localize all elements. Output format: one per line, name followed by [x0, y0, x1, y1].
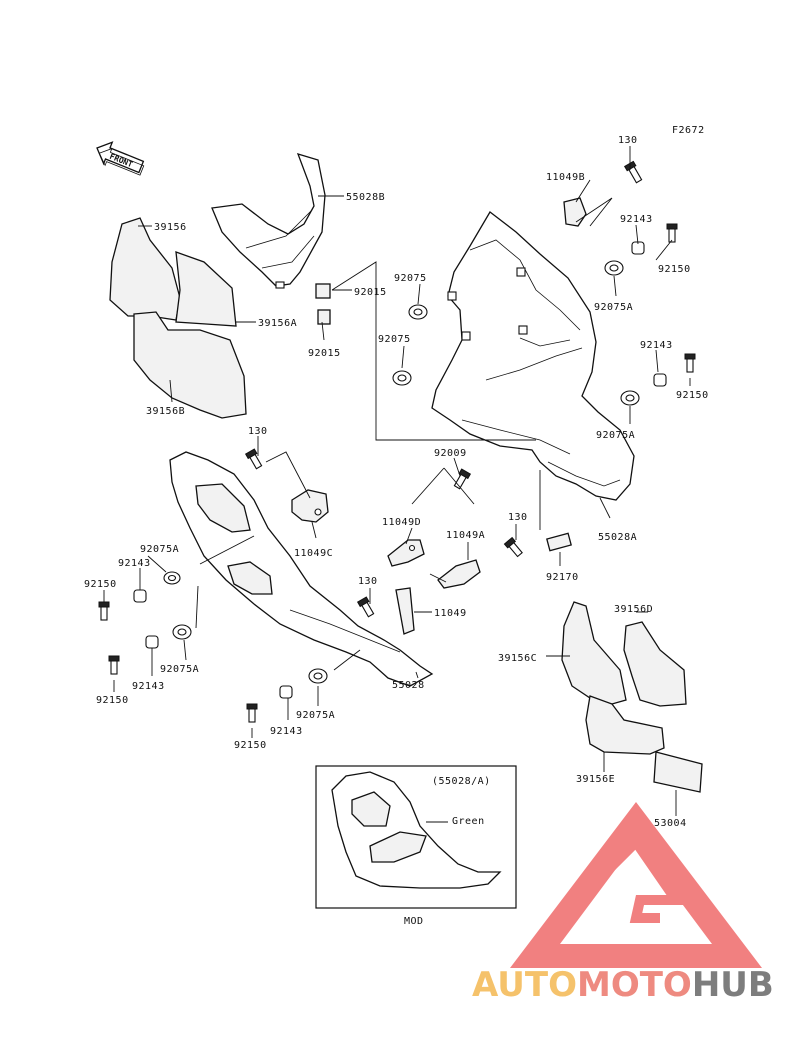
label-92170: 92170 [546, 572, 579, 583]
label-92143: 92143 [270, 726, 303, 737]
label-92075a: 92075A [596, 430, 635, 441]
label-55028: 55028 [392, 680, 425, 691]
label-39156: 39156 [154, 222, 187, 233]
label-130: 130 [358, 576, 378, 587]
part-11049b-bracket [563, 197, 587, 227]
label-11049b: 11049B [546, 172, 585, 183]
label-11049d: 11049D [382, 517, 421, 528]
label-92150: 92150 [84, 579, 117, 590]
part-92015-clips [315, 283, 331, 325]
label-92143: 92143 [118, 558, 151, 569]
label-130: 130 [618, 135, 638, 146]
label-39156b: 39156B [146, 406, 185, 417]
part-11049a-bracket [429, 559, 481, 589]
label-92075a: 92075A [140, 544, 179, 555]
label-92009: 92009 [434, 448, 467, 459]
part-11049-bracket [395, 587, 415, 635]
label-92075: 92075 [394, 273, 427, 284]
hardware-bolts [98, 160, 696, 723]
label-92015: 92015 [308, 348, 341, 359]
inset-ref: (55028/A) [432, 776, 491, 787]
watermark-hub: HUB [692, 965, 774, 1005]
label-130: 130 [248, 426, 268, 437]
part-39156-panels [109, 217, 247, 419]
label-92015: 92015 [354, 287, 387, 298]
inset-color-note: Green [452, 816, 485, 827]
hardware-grommets [163, 260, 640, 684]
label-55028b: 55028B [346, 192, 385, 203]
part-92170-clip [546, 532, 572, 552]
label-11049a: 11049A [446, 530, 485, 541]
part-11049d-bracket [387, 539, 425, 567]
part-39156-right-panels [561, 601, 703, 793]
watermark-logo [510, 802, 762, 968]
part-number-labels: 130 11049B 92143 92150 55028B 39156 9207… [84, 135, 709, 829]
label-92143: 92143 [620, 214, 653, 225]
label-39156e: 39156E [576, 774, 615, 785]
label-92150: 92150 [676, 390, 709, 401]
label-53004: 53004 [654, 818, 687, 829]
label-92143: 92143 [132, 681, 165, 692]
label-92075a: 92075A [594, 302, 633, 313]
part-55028b-inner-cowl [211, 153, 326, 289]
watermark-auto: AUTO [472, 965, 577, 1005]
label-39156a: 39156A [258, 318, 297, 329]
part-55028-lower-cowl [169, 451, 434, 687]
label-55028a: 55028A [598, 532, 637, 543]
label-11049: 11049 [434, 608, 467, 619]
label-92075: 92075 [378, 334, 411, 345]
watermark-text: AUTOMOTOHUB [472, 965, 774, 1005]
label-11049c: 11049C [294, 548, 333, 559]
part-55028a-upper-cowl [431, 211, 635, 501]
watermark-moto: MOTO [577, 965, 692, 1005]
figure-code: F2672 [672, 125, 705, 136]
label-92150: 92150 [96, 695, 129, 706]
inset-box: (55028/A) Green [315, 765, 517, 909]
label-92075a: 92075A [160, 664, 199, 675]
label-92075a: 92075A [296, 710, 335, 721]
watermark-triangle-icon [510, 802, 762, 968]
label-92150: 92150 [658, 264, 691, 275]
label-92143: 92143 [640, 340, 673, 351]
label-39156d: 39156D [614, 604, 653, 615]
label-39156c: 39156C [498, 653, 537, 664]
part-11049c-bracket [291, 489, 329, 523]
label-92150: 92150 [234, 740, 267, 751]
front-arrow-icon: FRONT [96, 141, 145, 176]
label-130: 130 [508, 512, 528, 523]
inset-caption: MOD [404, 916, 424, 927]
leader-lines [103, 146, 691, 816]
